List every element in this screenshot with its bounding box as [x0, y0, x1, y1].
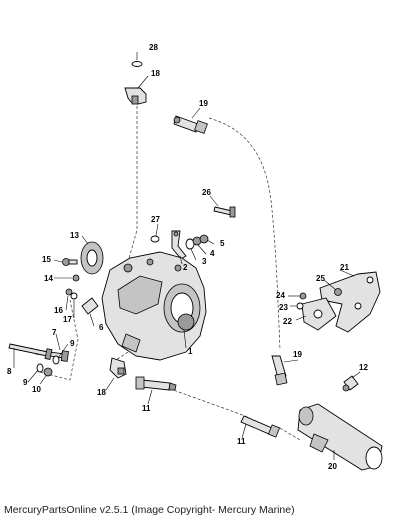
callout-21: 21 [340, 263, 349, 272]
callout-17: 17 [63, 315, 72, 324]
callout-14: 14 [44, 274, 53, 283]
callout-18-top: 18 [151, 69, 160, 78]
part-2-shift-lever[interactable] [171, 230, 187, 260]
callout-6: 6 [99, 323, 104, 332]
part-11-sender-left[interactable] [135, 376, 177, 391]
part-9-washer-left[interactable] [36, 363, 44, 373]
part-27-bushing[interactable] [150, 235, 160, 243]
callout-24: 24 [276, 291, 285, 300]
part-5-nut[interactable] [199, 234, 209, 244]
callout-26: 26 [202, 188, 211, 197]
callout-9-right: 9 [70, 339, 75, 348]
part-1-transmission-housing[interactable] [101, 251, 207, 361]
callout-11-right: 11 [237, 437, 246, 446]
part-22-plate[interactable] [301, 297, 337, 331]
callout-12: 12 [359, 363, 368, 372]
part-18-elbow-fitting-top[interactable] [124, 87, 147, 105]
part-11-sender-right[interactable] [240, 415, 281, 438]
callout-4: 4 [210, 249, 215, 258]
copyright-footer: MercuryPartsOnline v2.5.1 (Image Copyrig… [4, 504, 295, 516]
part-18-elbow-fitting-lower[interactable] [109, 357, 127, 379]
part-20-cooler-housing[interactable] [297, 403, 383, 471]
callout-19-lower: 19 [293, 350, 302, 359]
part-9-washer-right[interactable] [52, 355, 60, 365]
part-19-sensor-top[interactable] [173, 115, 208, 134]
part-10-nut[interactable] [43, 367, 53, 377]
part-16-nut[interactable] [65, 288, 73, 296]
callout-13: 13 [70, 231, 79, 240]
callout-2: 2 [183, 263, 188, 272]
part-8-bolt[interactable] [8, 343, 53, 360]
callout-11-left: 11 [142, 404, 151, 413]
part-15-bolt[interactable] [62, 258, 78, 266]
part-6-plug[interactable] [81, 297, 99, 315]
part-26-bolt[interactable] [213, 206, 236, 218]
callout-7: 7 [52, 328, 57, 337]
callout-15: 15 [42, 255, 51, 264]
part-21-bracket[interactable] [319, 271, 381, 333]
part-19-sensor-lower[interactable] [271, 355, 288, 386]
part-12-sensor[interactable] [342, 375, 359, 392]
callout-9-left: 9 [23, 378, 28, 387]
exploded-parts-diagram: 28 18 19 26 27 13 2 3 4 5 15 14 16 17 6 … [7, 43, 383, 471]
part-28-washer[interactable] [131, 61, 143, 67]
part-25-screw[interactable] [334, 288, 342, 296]
callout-25: 25 [316, 274, 325, 283]
callout-28: 28 [149, 43, 158, 52]
part-23-washer[interactable] [296, 302, 304, 310]
callout-10: 10 [32, 385, 41, 394]
part-13-mount-plate[interactable] [80, 241, 104, 275]
callout-18-lower: 18 [97, 388, 106, 397]
callout-16: 16 [54, 306, 63, 315]
callout-27: 27 [151, 215, 160, 224]
part-17-washer[interactable] [70, 292, 78, 300]
part-14-screw[interactable] [72, 274, 80, 282]
callout-3: 3 [202, 257, 207, 266]
callout-labels: 28 18 19 26 27 13 2 3 4 5 15 14 16 17 6 … [7, 43, 368, 471]
callout-23: 23 [279, 303, 288, 312]
callout-1: 1 [188, 347, 193, 356]
callout-5: 5 [220, 239, 225, 248]
callout-20: 20 [328, 462, 337, 471]
part-24-nut[interactable] [299, 292, 307, 300]
callout-22: 22 [283, 317, 292, 326]
callout-8: 8 [7, 367, 12, 376]
callout-19-top: 19 [199, 99, 208, 108]
leader-lines [13, 52, 361, 460]
